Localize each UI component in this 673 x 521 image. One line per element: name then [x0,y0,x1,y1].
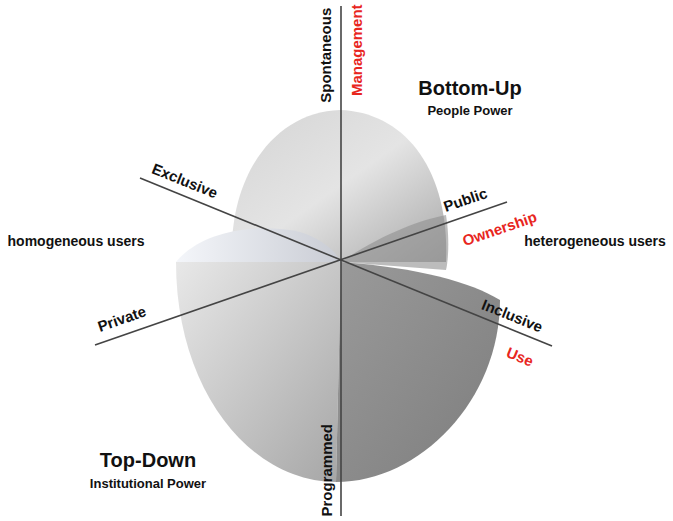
axis-end-label: Exclusive [150,160,220,201]
axis-end-label: Programmed [319,424,336,517]
ownership-axis [95,202,507,345]
quadrant-subtitle: People Power [427,104,512,118]
quadrant-shade [341,215,448,270]
use-axis [140,178,552,346]
axis-name: Management [349,4,366,96]
quadrant-title: Top-Down [100,449,196,471]
axis-end-label: Private [96,303,149,335]
axis-end-label: Spontaneous [319,7,336,102]
axis-name: Use [504,344,536,370]
lower-bowl [176,262,341,482]
light-wing [176,228,341,262]
quadrant-title: Bottom-Up [418,77,521,99]
quadrant-subtitle: Institutional Power [90,477,206,491]
lower-bowl-shadow [336,262,500,482]
side-label: homogeneous users [8,234,145,249]
side-label: heterogeneous users [524,234,666,249]
